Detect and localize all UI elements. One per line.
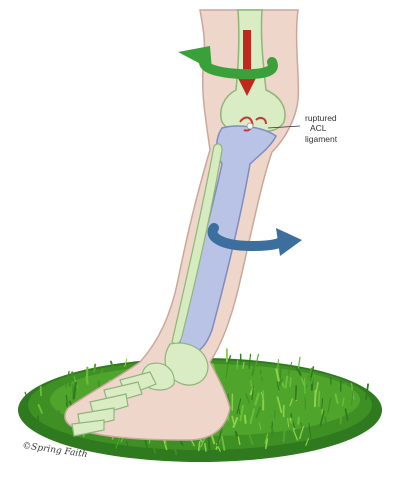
grass-blade <box>305 397 306 409</box>
grass-blade <box>245 416 246 423</box>
grass-blade <box>237 360 238 369</box>
grass-blade <box>322 399 323 409</box>
grass-blade <box>290 378 291 386</box>
annotation-line-2: ACL <box>310 123 327 133</box>
grass-blade <box>87 377 88 384</box>
annotation-line-3: ligament <box>305 134 338 144</box>
grass-blade <box>94 365 95 372</box>
grass-blade <box>199 442 200 451</box>
grass-blade <box>38 416 39 424</box>
grass-blade <box>298 418 299 424</box>
grass-blade <box>325 418 326 433</box>
acl-annotation: ruptured ACL ligament <box>305 113 338 144</box>
annotation-line-1: ruptured <box>305 113 337 123</box>
grass-blade <box>280 369 281 383</box>
grass-blade <box>319 391 320 406</box>
grass-blade <box>209 436 210 448</box>
grass-blade <box>284 428 285 441</box>
